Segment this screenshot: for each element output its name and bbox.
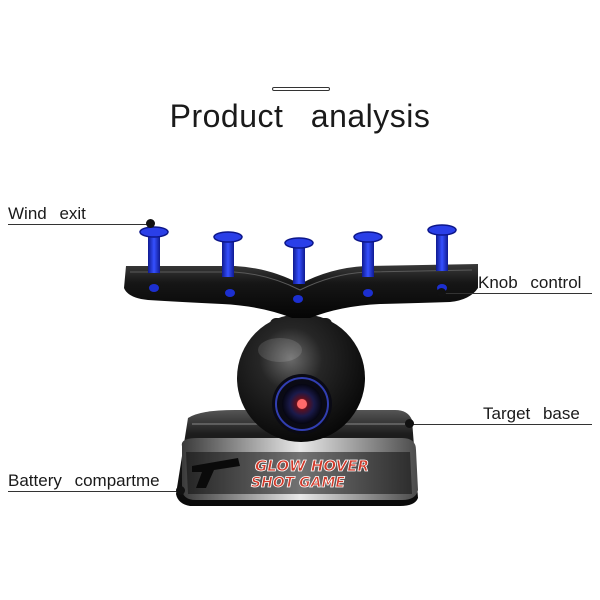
callout-target-base-label: Target base [483, 404, 580, 423]
target-base [176, 410, 418, 506]
air-nozzles [139, 224, 457, 284]
callout-knob-control-dot [437, 288, 446, 297]
product-label-line1: GLOW HOVER [255, 457, 369, 475]
pistol-icon [192, 458, 240, 488]
callout-battery-dot [176, 486, 185, 495]
callout-wind-exit-dot [146, 219, 155, 228]
title-decor-bar [272, 87, 330, 91]
target-dome [237, 314, 365, 442]
callout-target-base-line [412, 424, 592, 425]
product-label-line2: SHOT GAME [251, 475, 345, 491]
callout-wind-exit-line [8, 224, 150, 225]
callout-battery-label: Battery compartme [8, 471, 160, 490]
page-title: Product analysis [169, 98, 431, 134]
callout-knob-control-line [444, 293, 592, 294]
callout-battery-line [8, 491, 180, 492]
callout-knob-control-label: Knob control [478, 273, 582, 292]
nozzle-arm [124, 264, 478, 318]
knob-holes [149, 284, 447, 303]
callout-target-base-dot [405, 419, 414, 428]
callout-wind-exit-label: Wind exit [8, 204, 86, 223]
